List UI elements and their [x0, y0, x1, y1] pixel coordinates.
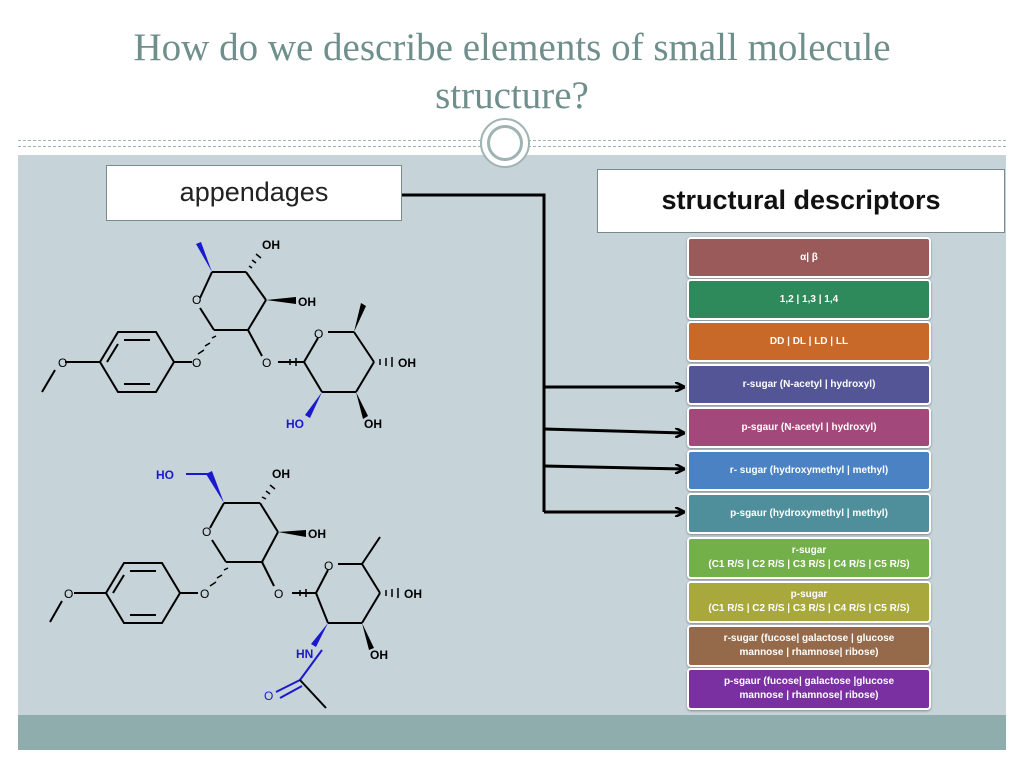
descriptor-r-sugar-identity: r-sugar (fucose| galactose | glucose man…	[687, 625, 931, 667]
descriptor-text-line1: p-sugar	[790, 589, 828, 600]
descriptor-configuration: DD | DL | LD | LL	[687, 321, 931, 362]
hydroxyl-label: OH	[398, 356, 416, 370]
descriptor-text-line1: r-sugar (fucose| galactose | glucose	[723, 633, 895, 644]
arrow-to-r-sugar-hydroxymethyl	[543, 466, 684, 469]
ring-oxygen-label: O	[314, 327, 323, 341]
descriptor-text: p-sgaur (hydroxymethyl | methyl)	[730, 507, 888, 519]
carbonyl-oxygen-label: O	[264, 689, 273, 703]
hydroxyl-label: OH	[404, 587, 422, 601]
descriptor-p-sugar-hydroxymethyl: p-sgaur (hydroxymethyl | methyl)	[687, 493, 931, 534]
hydroxyl-label: OH	[364, 417, 382, 431]
molecule-1-stereo-bonds	[196, 242, 393, 419]
hydroxyl-label: OH	[308, 527, 326, 541]
ring-oxygen-label: O	[192, 293, 201, 307]
molecule-2-stereo-bonds	[206, 471, 399, 709]
hydroxyl-label: OH	[262, 238, 280, 252]
descriptor-p-sugar-identity: p-sgaur (fucose| galactose |glucose mann…	[687, 668, 931, 710]
molecule-structures: O O O O O OH OH OH OH HO	[41, 238, 422, 709]
molecule-2	[49, 502, 381, 624]
descriptor-text-line1: p-sgaur (fucose| galactose |glucose	[723, 676, 895, 687]
molecule-1	[41, 271, 375, 393]
title-line-1: How do we describe elements of small mol…	[133, 26, 891, 69]
hydroxyl-label: OH	[272, 467, 290, 481]
hydroxymethyl-label-blue: HO	[156, 468, 174, 482]
appendages-box: appendages	[106, 165, 402, 221]
descriptor-r-sugar-chirality: r-sugar (C1 R/S | C2 R/S | C3 R/S | C4 R…	[687, 537, 931, 579]
molecule-2-blue-bonds	[186, 473, 323, 699]
descriptor-text-line2: (C1 R/S | C2 R/S | C3 R/S | C4 R/S | C5 …	[708, 559, 910, 570]
arrow-to-p-sugar-nacetyl	[543, 427, 684, 433]
descriptor-linkage: 1,2 | 1,3 | 1,4	[687, 279, 931, 320]
descriptor-r-sugar-hydroxymethyl: r- sugar (hydroxymethyl | methyl)	[687, 450, 931, 491]
divider-circle-ornament	[480, 118, 530, 168]
molecule-2-labels: HO OH OH OH OH O O O O O HN O	[64, 467, 422, 703]
descriptor-text: p-sgaur (N-acetyl | hydroxyl)	[741, 421, 877, 433]
glycosidic-oxygen-label: O	[192, 356, 201, 370]
structural-descriptors-box: structural descriptors	[597, 169, 1005, 233]
title-line-2: structure?	[435, 74, 589, 117]
slide-title: How do we describe elements of small mol…	[0, 24, 1024, 120]
ring-oxygen-label: O	[202, 525, 211, 539]
descriptor-p-sugar-chirality: p-sugar (C1 R/S | C2 R/S | C3 R/S | C4 R…	[687, 581, 931, 623]
descriptor-p-sugar-nacetyl: p-sgaur (N-acetyl | hydroxyl)	[687, 407, 931, 448]
descriptor-text-line2: (C1 R/S | C2 R/S | C3 R/S | C4 R/S | C5 …	[708, 603, 910, 614]
descriptor-alpha-beta: α| β	[687, 237, 931, 278]
acetamido-nh-label: HN	[296, 647, 313, 661]
ring-oxygen-label: O	[324, 559, 333, 573]
connector-main	[402, 193, 546, 512]
hydroxyl-label-blue: HO	[286, 417, 304, 431]
hydroxyl-label: OH	[370, 648, 388, 662]
glycosidic-oxygen-label: O	[274, 587, 283, 601]
glycosidic-oxygen-label: O	[262, 356, 271, 370]
ether-oxygen-label: O	[58, 356, 67, 370]
molecule-1-labels: O O O O O OH OH OH OH HO	[58, 238, 416, 431]
descriptor-text: DD | DL | LD | LL	[769, 335, 849, 347]
ether-oxygen-label: O	[64, 587, 73, 601]
descriptor-text: r-sugar (N-acetyl | hydroxyl)	[742, 378, 876, 390]
descriptor-text: α| β	[800, 251, 818, 263]
descriptor-r-sugar-nacetyl: r-sugar (N-acetyl | hydroxyl)	[687, 364, 931, 405]
hydroxyl-label: OH	[298, 295, 316, 309]
descriptor-text-line1: r-sugar	[791, 545, 827, 556]
descriptor-text-line2: mannose | rhamnose| ribose)	[739, 690, 879, 701]
glycosidic-oxygen-label: O	[200, 587, 209, 601]
footer-band	[18, 715, 1006, 750]
descriptor-text: r- sugar (hydroxymethyl | methyl)	[729, 464, 889, 476]
descriptor-text: 1,2 | 1,3 | 1,4	[779, 293, 839, 305]
descriptor-text-line2: mannose | rhamnose| ribose)	[739, 647, 879, 658]
